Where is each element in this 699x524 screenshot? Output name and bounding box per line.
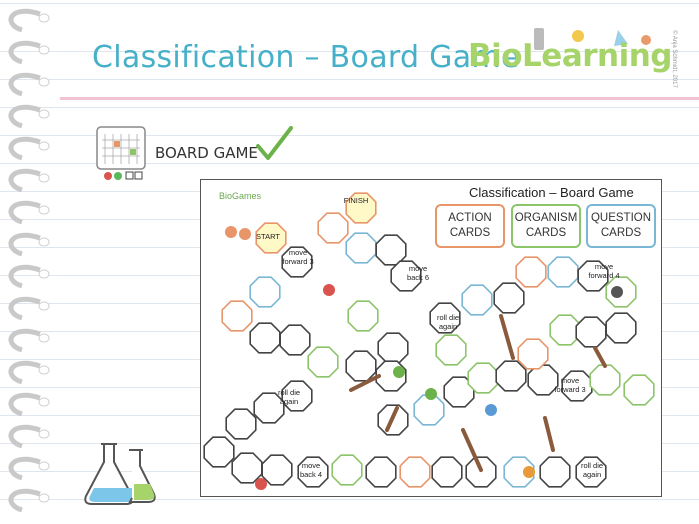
- start-label: START: [256, 232, 280, 241]
- board-space: [549, 314, 581, 346]
- ladder-branch: [499, 314, 515, 360]
- board-space: [249, 322, 281, 354]
- ladder-branch: [385, 406, 399, 432]
- board-space: [279, 324, 311, 356]
- board-figure: [523, 466, 535, 478]
- board-figure: [611, 286, 623, 298]
- space-move-back-4: move back 4: [299, 461, 323, 479]
- board-path: [203, 192, 655, 490]
- board-figure: [323, 284, 335, 296]
- board-space: [377, 332, 409, 364]
- board-space: [331, 454, 363, 486]
- board-space: [255, 222, 287, 254]
- board-space: [345, 232, 377, 264]
- board-space: [390, 260, 422, 292]
- board-space: [517, 338, 549, 370]
- biolearning-logo: BioLearning: [468, 26, 673, 84]
- board-space: [467, 362, 499, 394]
- ladder-branch: [543, 416, 555, 452]
- board-space: [431, 456, 463, 488]
- board-space: [221, 300, 253, 332]
- question-cards: QUESTION CARDS: [586, 204, 656, 248]
- board-figure: [255, 478, 267, 490]
- board-space: [461, 284, 493, 316]
- checkmark-icon: [256, 126, 293, 160]
- board-space: [561, 370, 593, 402]
- board-space: [297, 456, 329, 488]
- spiral-binding: [8, 8, 50, 513]
- ladder-branch: [593, 346, 607, 368]
- board-space: [317, 212, 349, 244]
- board-space: [203, 436, 235, 468]
- flask-icon: [84, 443, 156, 505]
- board-game-icon[interactable]: [96, 126, 146, 184]
- board-figure: [393, 366, 405, 378]
- board-figure: [225, 226, 237, 238]
- organism-cards: ORGANISM CARDS: [511, 204, 581, 248]
- board-space: [345, 350, 377, 382]
- board-space: [539, 456, 571, 488]
- space-move-back-6: move back 6: [406, 264, 430, 282]
- finish-label: FINISH: [343, 196, 369, 205]
- ladder-branch: [349, 374, 381, 392]
- board-space: [225, 408, 257, 440]
- page-title: Classification – Board Game: [92, 40, 520, 75]
- board-space: [493, 282, 525, 314]
- action-cards: ACTION CARDS: [435, 204, 505, 248]
- board-space: [253, 392, 285, 424]
- board-space: [623, 374, 655, 406]
- ladder-branch: [461, 428, 483, 472]
- space-move-forward-4: move forward 4: [588, 262, 620, 280]
- board-space: [429, 302, 461, 334]
- board-space: [261, 454, 293, 486]
- board-space: [515, 256, 547, 288]
- board-space: [347, 300, 379, 332]
- board-space: [577, 260, 609, 292]
- board-space: [589, 364, 621, 396]
- board-space: [249, 276, 281, 308]
- board-space: [281, 246, 313, 278]
- board-game-preview[interactable]: Classification – Board Game ACTION CARDS…: [200, 179, 662, 497]
- board-space: [495, 360, 527, 392]
- space-move-forward-3: move forward 3: [282, 248, 314, 266]
- logo-decoration-icon: [534, 28, 651, 50]
- board-title: Classification – Board Game: [469, 185, 634, 200]
- board-space: [231, 452, 263, 484]
- board-space: [365, 456, 397, 488]
- board-space: [307, 346, 339, 378]
- board-space: [575, 316, 607, 348]
- board-space: [375, 234, 407, 266]
- header-divider: [60, 97, 699, 100]
- board-space: [435, 334, 467, 366]
- board-space: [413, 394, 445, 426]
- logo-text: BioLearning: [468, 38, 673, 74]
- space-move-forward-3-right: move forward 3: [554, 376, 586, 394]
- board-space: [399, 456, 431, 488]
- logo-copyright: © Anja Schmidt, 2017: [671, 30, 677, 88]
- board-figure: [485, 404, 497, 416]
- board-space: [503, 456, 535, 488]
- board-space: [345, 192, 377, 224]
- space-roll-die-again-bottom: roll die again: [580, 461, 604, 479]
- board-space: [527, 364, 559, 396]
- board-game-label[interactable]: BOARD GAME: [155, 144, 258, 162]
- board-figure: [239, 228, 251, 240]
- board-space: [605, 312, 637, 344]
- board-figure: [425, 388, 437, 400]
- space-roll-die-again-left: roll die again: [277, 388, 301, 406]
- board-brand: BioGames: [219, 191, 262, 201]
- space-roll-die-again: roll die again: [436, 313, 460, 331]
- board-space: [547, 256, 579, 288]
- board-space: [575, 456, 607, 488]
- board-space: [281, 380, 313, 412]
